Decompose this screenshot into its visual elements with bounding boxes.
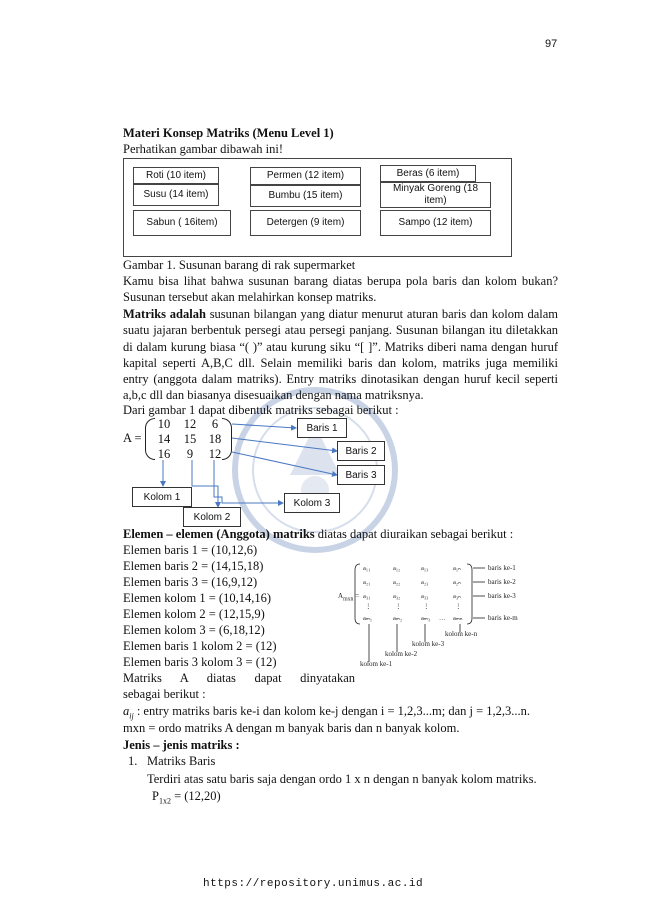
definition-paragraph: Matriks adalah susunan bilangan yang dia… [123,306,558,404]
matrix-cell: 12 [183,417,197,431]
matrix-cell: 9 [186,447,194,461]
svg-text:aₘ₁: aₘ₁ [363,615,372,622]
svg-text:a₃₂: a₃₂ [393,593,400,600]
matrix-intro: Dari gambar 1 dapat dibentuk matriks seb… [123,403,399,417]
matrix-cell: 6 [211,417,219,431]
list-item-description: Terdiri atas satu baris saja dengan ordo… [147,772,537,786]
definition-term: Matriks adalah [123,307,206,321]
svg-text:a₁₃: a₁₃ [421,565,428,572]
svg-text:a₃ₙ: a₃ₙ [453,593,461,600]
example-value: = (12,20) [170,789,221,803]
svg-text:⋮: ⋮ [365,603,372,610]
shelf-box-sampo: Sampo (12 item) [380,210,491,236]
svg-text:a₂ₙ: a₂ₙ [453,579,461,586]
matrix-label: A = [123,431,142,445]
shelf-figure [123,158,512,257]
callout-baris-1: Baris 1 [297,418,347,438]
svg-text:a₃₁: a₃₁ [363,593,370,600]
intro-text: Perhatikan gambar dibawah ini! [123,142,284,156]
matrix-statement-line1: Matriks A diatas dapat dinyatakan [123,671,355,685]
row-label: baris ke-1 [488,564,516,572]
shelf-box-detergen: Detergen (9 item) [250,210,361,236]
page-number: 97 [545,38,558,50]
svg-text:…: … [439,615,446,622]
list-item-example: P1x2 = (12,20) [152,788,221,810]
aij-subscript: ij [129,711,134,721]
col-label: kolom ke-3 [412,640,445,648]
shelf-box-sabun: Sabun ( 16item) [133,210,231,236]
shelf-box-bumbu: Bumbu (15 item) [250,185,361,207]
col-label: kolom ke-n [445,630,478,638]
elemen-item: Elemen baris 3 = (16,9,12) [123,575,258,589]
shelf-box-susu: Susu (14 item) [133,184,219,206]
svg-text:a₁₂: a₁₂ [393,565,400,572]
matrix-cell: 16 [157,447,171,461]
callout-kolom-3: Kolom 3 [284,493,340,513]
col-label: kolom ke-2 [385,650,418,658]
footer-url: https://repository.unimus.ac.id [203,878,424,890]
list-number: 1. [128,754,138,768]
elemen-item: Elemen kolom 2 = (12,15,9) [123,607,265,621]
callout-baris-2: Baris 2 [337,441,385,461]
svg-text:a₁₁: a₁₁ [363,565,370,572]
svg-text:a₂₂: a₂₂ [393,579,400,586]
col-label: kolom ke-1 [360,660,393,668]
matrix-cell: 18 [208,432,222,446]
row-label: baris ke-m [488,614,518,622]
svg-text:a₂₁: a₂₁ [363,579,370,586]
callout-kolom-1: Kolom 1 [132,487,192,507]
svg-text:aₘ₂: aₘ₂ [393,615,402,622]
svg-text:aₘ₃: aₘ₃ [421,615,430,622]
general-matrix-label: Amxn = [338,592,360,603]
jenis-heading: Jenis – jenis matriks : [123,738,240,752]
callout-kolom-2: Kolom 2 [183,507,241,527]
svg-text:⋮: ⋮ [455,603,462,610]
matrix-cell: 12 [208,447,222,461]
elemen-item: Elemen baris 1 kolom 2 = (12) [123,639,277,653]
section-heading: Materi Konsep Matriks (Menu Level 1) [123,126,334,140]
matrix-cell: 14 [157,432,171,446]
elemen-heading-rest: diatas dapat diuraikan sebagai berikut : [314,527,514,541]
shelf-box-minyak-goreng: Minyak Goreng (18 item) [380,182,491,208]
svg-text:⋮: ⋮ [423,603,430,610]
elemen-item: Elemen baris 3 kolom 3 = (12) [123,655,277,669]
elemen-item: Elemen kolom 3 = (6,18,12) [123,623,265,637]
aij-text: : entry matriks baris ke-i dan kolom ke-… [133,704,531,718]
svg-text:aₘₙ: aₘₙ [453,615,463,622]
callout-baris-3: Baris 3 [337,465,385,485]
list-item-title: Matriks Baris [147,754,216,768]
svg-text:a₁ₙ: a₁ₙ [453,565,461,572]
example-letter: P [152,789,159,803]
svg-text:a₂₃: a₂₃ [421,579,428,586]
shelf-box-permen: Permen (12 item) [250,167,361,185]
ordo-definition: mxn = ordo matriks A dengan m banyak bar… [123,721,460,735]
elemen-item: Elemen baris 1 = (10,12,6) [123,543,258,557]
aij-definition: aij : entry matriks baris ke-i dan kolom… [123,703,530,725]
matrix-cell: 10 [157,417,171,431]
aij-symbol: a [123,704,130,718]
row-label: baris ke-2 [488,578,516,586]
elemen-item: Elemen kolom 1 = (10,14,16) [123,591,271,605]
row-label: baris ke-3 [488,592,516,600]
shelf-box-roti: Roti (10 item) [133,167,219,184]
example-subscript: 1x2 [158,796,171,806]
elemen-heading: Elemen – elemen (Anggota) matriks diatas… [123,526,513,542]
figure-caption: Gambar 1. Susunan barang di rak supermar… [123,258,356,272]
shelf-box-beras: Beras (6 item) [380,165,476,182]
matrix-cell: 15 [183,432,197,446]
definition-body: susunan bilangan yang diatur menurut atu… [123,307,558,403]
paragraph-baris-kolom: Kamu bisa lihat bahwa susunan barang dia… [123,274,558,305]
general-matrix-diagram: a₁₁ a₁₂ a₁₃ a₁ₙ a₂₁ a₂₂ a₂₃ a₂ₙ a₃₁ a₃₂ a₃₃ a₃ₙ ⋮… [354,563,485,662]
elemen-item: Elemen baris 2 = (14,15,18) [123,559,264,573]
elemen-heading-bold: Elemen – elemen (Anggota) matriks [123,527,315,541]
matrix-statement-line2: sebagai berikut : [123,687,206,701]
svg-text:⋮: ⋮ [395,603,402,610]
svg-text:a₃₃: a₃₃ [421,593,428,600]
